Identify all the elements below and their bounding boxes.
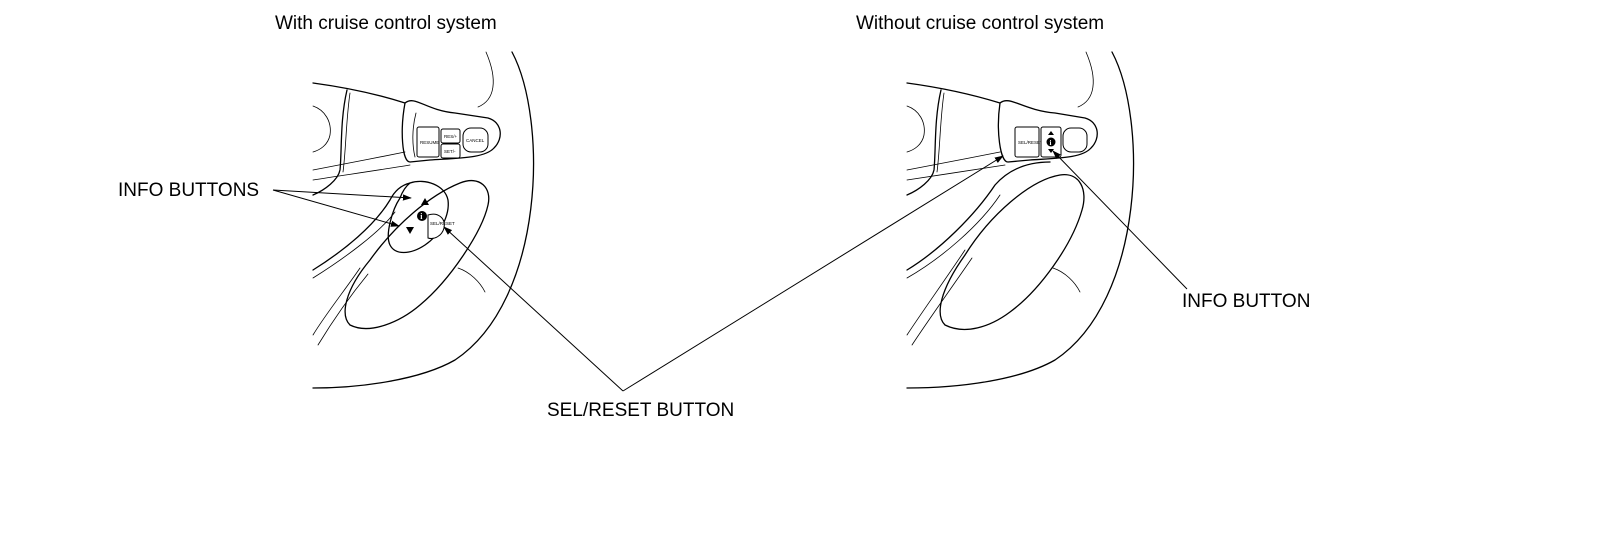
arrow-down-icon [406, 227, 414, 234]
svg-text:RESUME: RESUME [420, 140, 439, 145]
info-button-right[interactable]: i [1040, 126, 1062, 158]
svg-text:SEL/RESET: SEL/RESET [430, 221, 455, 226]
left-steering-wheel [312, 51, 535, 389]
res-accel-button[interactable]: RES/+ [440, 128, 461, 144]
arrow-up-icon [1048, 131, 1054, 135]
left-figure-title: With cruise control system [275, 13, 497, 34]
svg-text:RES/+: RES/+ [444, 134, 458, 139]
info-button[interactable]: i [417, 211, 427, 221]
svg-text:SEL/RESET BUTTON: SEL/RESET BUTTON [547, 400, 734, 421]
arrow-down-icon [1048, 149, 1054, 153]
right-info-switch-pod: SEL/RESET i [997, 100, 1098, 163]
left-info-switch-pod: i SEL/RESET [387, 180, 455, 254]
info-icon [417, 211, 427, 221]
info-icon [1046, 137, 1056, 147]
callout-info-buttons: INFO BUTTONS [118, 180, 412, 227]
svg-text:i: i [420, 212, 423, 221]
callout-info-button: INFO BUTTON [1052, 150, 1310, 312]
right-figure-title: Without cruise control system [856, 13, 1104, 34]
svg-text:INFO BUTTONS: INFO BUTTONS [118, 180, 259, 201]
svg-text:SET/-: SET/- [444, 149, 456, 154]
info-up-button[interactable] [421, 198, 429, 205]
left-cruise-switch-pod: RESUME RES/+ SET/- CANCEL [401, 100, 501, 163]
sel-reset-button-right[interactable]: SEL/RESET [1014, 126, 1043, 158]
resume-button[interactable]: RESUME [416, 126, 440, 158]
arrow-up-icon [421, 198, 429, 205]
info-down-button[interactable] [406, 227, 414, 234]
svg-text:SEL/RESET: SEL/RESET [1018, 140, 1043, 145]
sel-reset-button-left[interactable]: SEL/RESET [427, 213, 455, 239]
svg-text:i: i [1050, 139, 1052, 147]
svg-text:INFO BUTTON: INFO BUTTON [1182, 291, 1310, 312]
right-steering-wheel [906, 51, 1135, 389]
set-decel-button[interactable]: SET/- [440, 143, 461, 159]
callout-sel-reset-button: SEL/RESET BUTTON [443, 155, 1004, 421]
cancel-button[interactable]: CANCEL [462, 127, 489, 153]
svg-text:CANCEL: CANCEL [466, 138, 485, 143]
